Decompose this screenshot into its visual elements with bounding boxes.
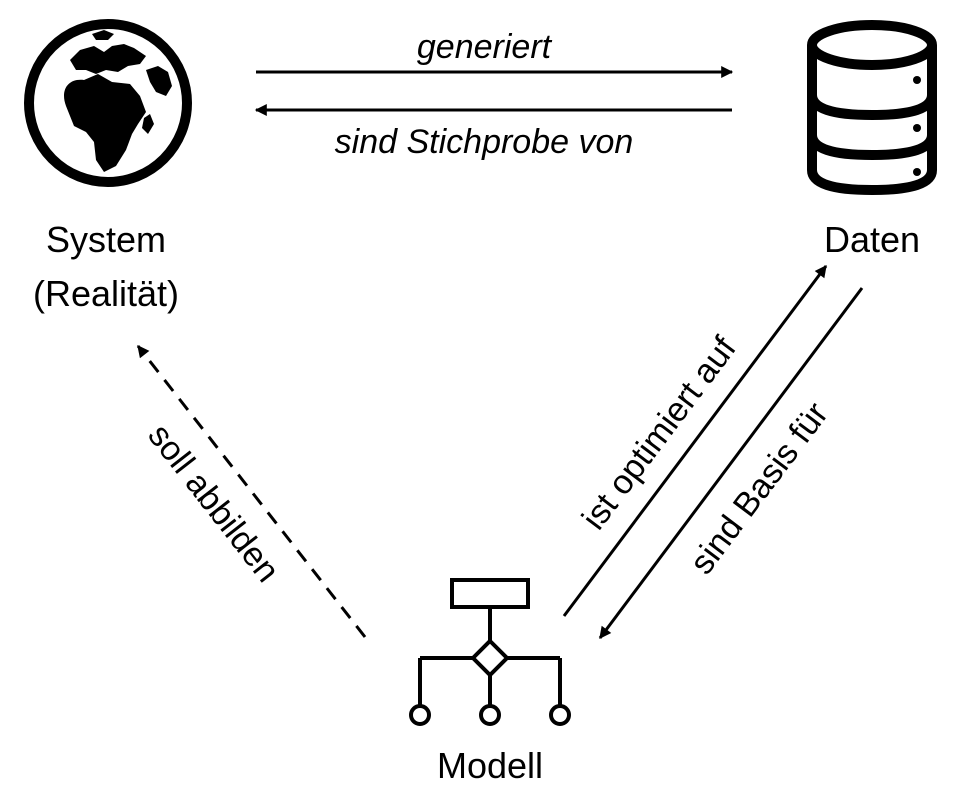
modell-label: Modell bbox=[437, 745, 543, 786]
arrow-abbilden bbox=[136, 345, 367, 638]
edge-label-stichprobe: sind Stichprobe von bbox=[335, 123, 634, 161]
globe-icon bbox=[24, 19, 192, 187]
edge-label-generiert: generiert bbox=[417, 28, 553, 66]
arrow-optimiert bbox=[562, 265, 828, 617]
system-label: System bbox=[46, 219, 166, 260]
daten-label: Daten bbox=[824, 219, 920, 260]
arrow-basis bbox=[598, 287, 864, 639]
decision-tree-icon bbox=[409, 578, 571, 726]
edge-label-optimiert: ist optimiert auf bbox=[575, 329, 744, 536]
system-label-sub: (Realität) bbox=[33, 273, 179, 314]
database-icon bbox=[807, 20, 937, 196]
